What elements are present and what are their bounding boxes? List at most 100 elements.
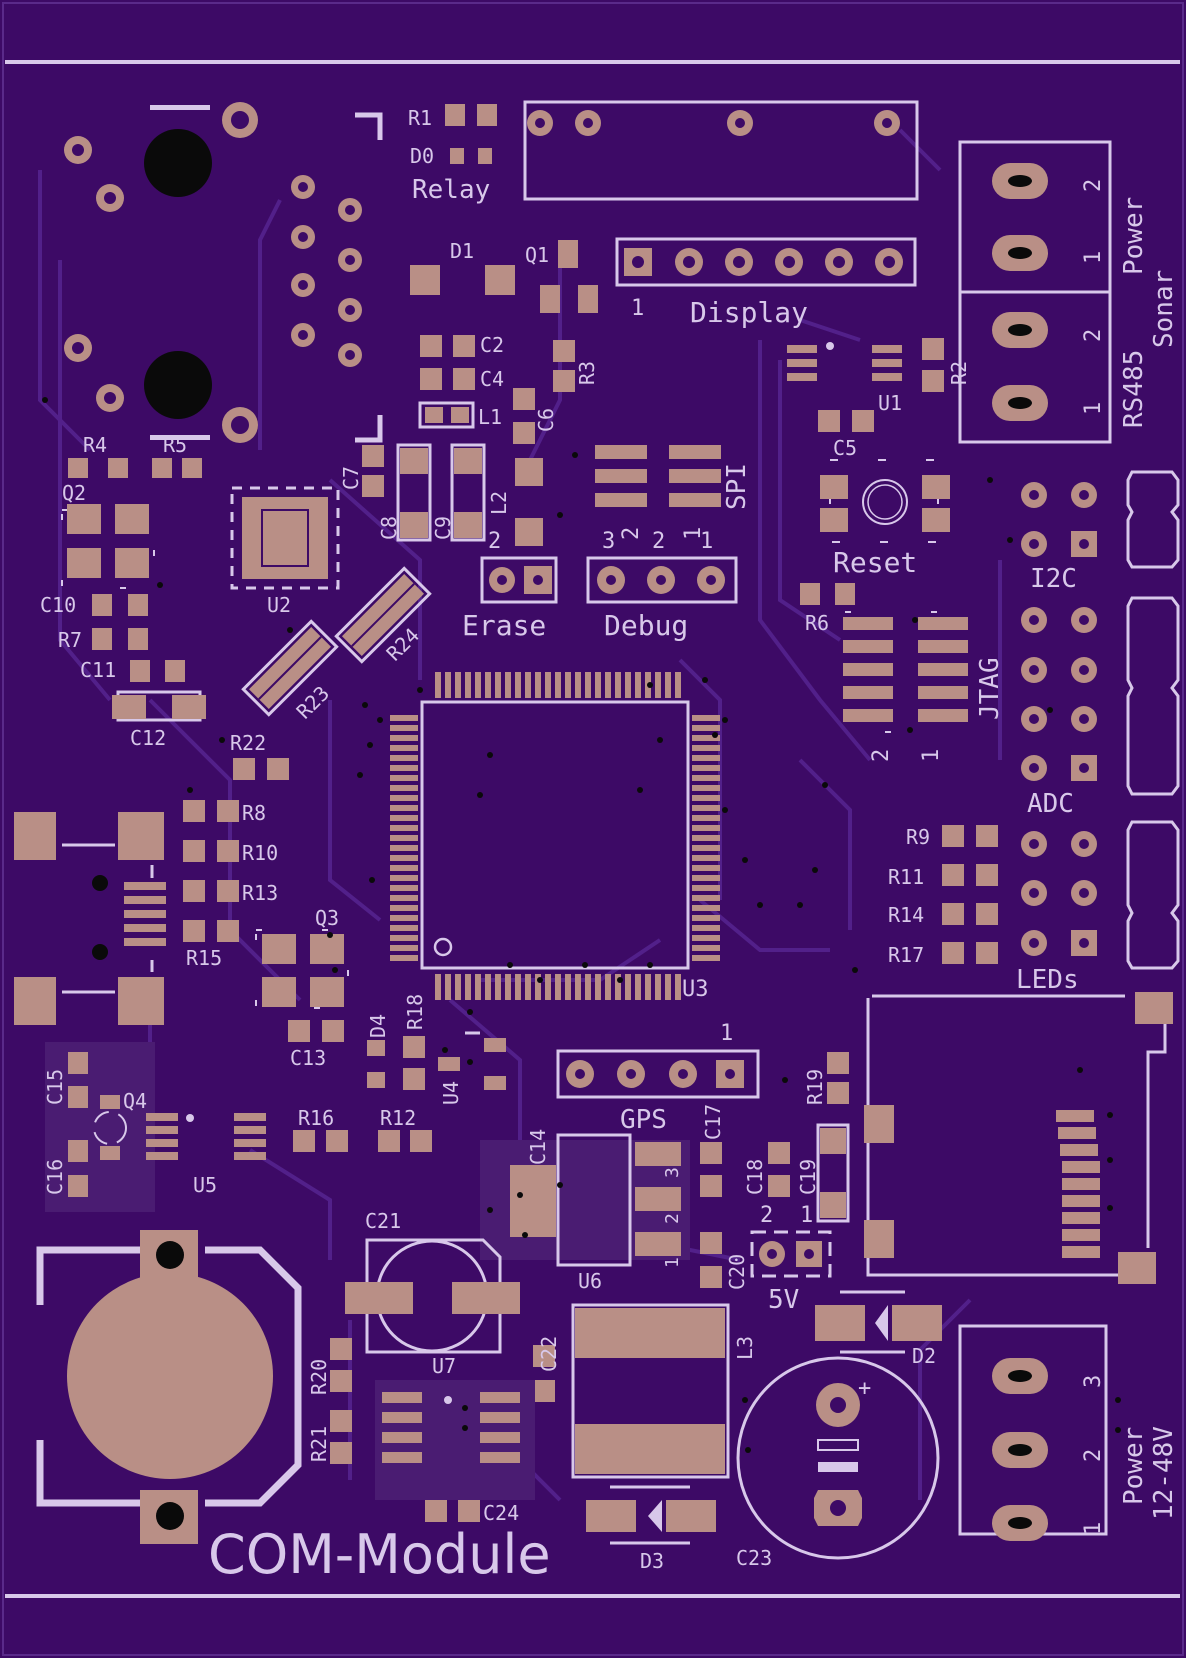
u3-pin xyxy=(692,715,720,721)
u3-pin xyxy=(515,672,521,698)
c9-pad xyxy=(454,512,482,538)
c11-pad xyxy=(130,660,150,682)
c22-pad xyxy=(533,1380,555,1402)
r19-label: R19 xyxy=(803,1069,827,1105)
via xyxy=(647,962,653,968)
u3-pin xyxy=(692,895,720,901)
power-in-label: Power xyxy=(1119,1427,1149,1505)
c9-outline xyxy=(450,443,486,542)
adc-label: ADC xyxy=(1027,789,1074,819)
power-sonar-pin-label: 1 xyxy=(1081,251,1106,264)
power-sonar-pin-label: 2 xyxy=(1081,179,1106,192)
board-title: COM-Module xyxy=(208,1523,551,1586)
q4-outline xyxy=(93,1111,127,1145)
spi-label: SPI xyxy=(722,463,752,510)
r9-label: R9 xyxy=(906,825,930,849)
jtag-label: JTAG xyxy=(975,657,1005,720)
r17-pad xyxy=(942,942,964,964)
r4-label: R4 xyxy=(83,433,107,457)
u4-pad xyxy=(438,1057,460,1071)
via xyxy=(369,877,375,883)
via xyxy=(702,677,708,683)
power-in-pin-label: 1 xyxy=(1081,1522,1106,1535)
spi-footprint xyxy=(595,445,721,507)
via xyxy=(582,962,588,968)
r10-pad xyxy=(183,840,205,862)
c2-label: C2 xyxy=(480,333,504,357)
u3-pin xyxy=(390,945,418,951)
via xyxy=(712,732,718,738)
u3-pin xyxy=(390,765,418,771)
r20-pad xyxy=(330,1370,352,1392)
u3-pin xyxy=(635,672,641,698)
d1-label: D1 xyxy=(450,239,474,263)
c17-label: C17 xyxy=(701,1104,725,1140)
u3-pin xyxy=(505,672,511,698)
via xyxy=(722,807,728,813)
c4-pad xyxy=(453,368,475,390)
u3-pin xyxy=(495,672,501,698)
l3-pad xyxy=(575,1424,725,1474)
via xyxy=(657,737,663,743)
edge-connector-outlines xyxy=(1126,470,1180,970)
d3-label: D3 xyxy=(640,1549,664,1573)
c13-pad xyxy=(322,1020,344,1042)
u3-pin xyxy=(475,672,481,698)
r13-pad xyxy=(183,880,205,902)
r22-pad xyxy=(267,758,289,780)
via xyxy=(637,787,643,793)
usb-connector xyxy=(14,812,166,1025)
l1-pad xyxy=(451,407,469,423)
u3-pin xyxy=(390,835,418,841)
u2-label: U2 xyxy=(267,593,291,617)
u3-pin xyxy=(555,974,561,1000)
u3-pin xyxy=(655,974,661,1000)
via xyxy=(187,787,193,793)
u3-pin xyxy=(435,974,441,1000)
five-v-pin-label: 2 xyxy=(760,1203,773,1228)
u3-pin xyxy=(465,672,471,698)
power-input-terminal xyxy=(958,1324,1108,1541)
c23-label: C23 xyxy=(736,1546,772,1570)
d2-polarity xyxy=(875,1305,888,1341)
u3-pin xyxy=(475,974,481,1000)
u3-pin xyxy=(692,925,720,931)
u6-pin-label: 3 xyxy=(662,1167,683,1178)
u3-pin xyxy=(655,672,661,698)
u3-pin xyxy=(605,672,611,698)
r12-pad xyxy=(410,1130,432,1152)
c15-pad xyxy=(68,1052,88,1074)
u3-pin xyxy=(665,672,671,698)
u3-pin xyxy=(565,672,571,698)
u3-pin xyxy=(390,815,418,821)
c21-label: C21 xyxy=(365,1209,401,1233)
l1-outline xyxy=(418,401,475,429)
battery-pad xyxy=(67,1273,273,1479)
via xyxy=(722,717,728,723)
u3-pin xyxy=(585,974,591,1000)
via xyxy=(487,752,493,758)
u3-pin xyxy=(390,725,418,731)
r15-pad xyxy=(183,920,205,942)
u3-pin xyxy=(555,672,561,698)
rs485-terminal xyxy=(958,290,1112,444)
u3-pin xyxy=(390,715,418,721)
u3-pin xyxy=(485,672,491,698)
r14-pad xyxy=(942,903,964,925)
u3-pin xyxy=(390,805,418,811)
d4-pad xyxy=(367,1040,385,1056)
c2-pad xyxy=(453,335,475,357)
c8-pad xyxy=(400,512,428,538)
via xyxy=(467,1059,473,1065)
l2-pad xyxy=(515,518,543,546)
battery-holder xyxy=(36,1230,302,1544)
u3-pin xyxy=(390,955,418,961)
r3-pad xyxy=(553,340,575,362)
c8-outline xyxy=(396,443,432,542)
u3-pin xyxy=(585,672,591,698)
five-v-jumper xyxy=(750,1230,832,1278)
via xyxy=(1107,1112,1113,1118)
r10-label: R10 xyxy=(242,841,278,865)
r16-pad xyxy=(326,1130,348,1152)
